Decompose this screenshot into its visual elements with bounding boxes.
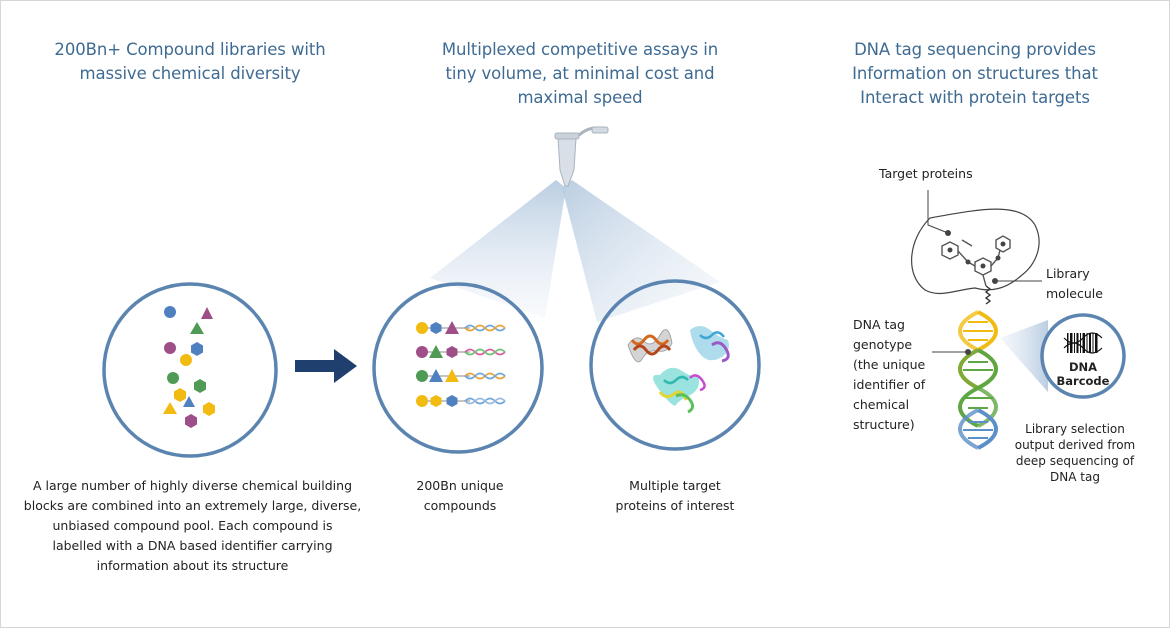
target-proteins-circle bbox=[589, 279, 761, 451]
building-blocks bbox=[163, 306, 215, 428]
barcode-circle bbox=[1040, 313, 1126, 399]
label-dna-tag-genotype: DNA tag genotype (the unique identifier … bbox=[853, 317, 926, 432]
beam-to-compounds bbox=[430, 180, 566, 318]
linker-squiggle bbox=[984, 285, 992, 305]
label-selection-output: Library selection output derived from de… bbox=[1014, 422, 1136, 484]
dna-tagged-compounds bbox=[416, 321, 506, 407]
beam-to-proteins bbox=[562, 180, 720, 322]
target-protein-outline bbox=[911, 208, 1040, 295]
compound-pool-circle bbox=[102, 282, 278, 458]
label-dna-barcode: DNA Barcode bbox=[1056, 360, 1110, 388]
heading-right: DNA tag sequencing provides Information … bbox=[852, 40, 1098, 107]
microtube-icon bbox=[554, 126, 609, 187]
library-molecule-icon bbox=[941, 235, 1011, 287]
arrow-right-icon bbox=[295, 349, 357, 383]
beam-to-barcode bbox=[1000, 320, 1048, 392]
dna-helix-icon bbox=[958, 310, 998, 450]
caption-compound-pool: A large number of highly diverse chemica… bbox=[23, 478, 362, 573]
caption-unique-compounds: 200Bn unique compounds bbox=[416, 478, 504, 513]
barcode-icon bbox=[1063, 332, 1103, 354]
caption-target-proteins: Multiple target proteins of interest bbox=[615, 478, 735, 513]
protein-structure-icon bbox=[627, 326, 730, 414]
heading-left: 200Bn+ Compound libraries with massive c… bbox=[54, 40, 326, 83]
label-library-molecule: Library molecule bbox=[1046, 266, 1103, 301]
label-target-proteins: Target proteins bbox=[879, 166, 973, 181]
leader-target-proteins bbox=[927, 190, 949, 234]
unique-compounds-circle bbox=[372, 282, 544, 454]
heading-middle: Multiplexed competitive assays in tiny v… bbox=[441, 40, 719, 107]
